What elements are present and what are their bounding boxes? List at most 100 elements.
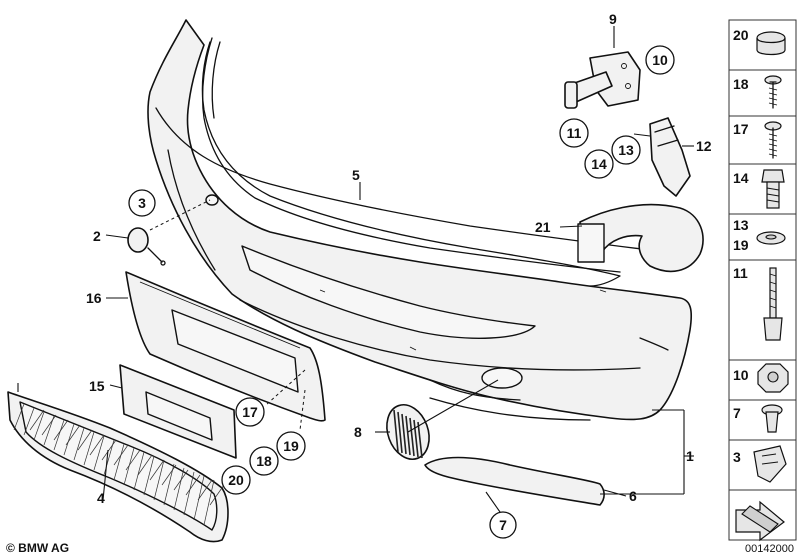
label-19-circle [276, 431, 306, 461]
mesh-line [113, 443, 125, 481]
hardware-sidebar: 20 18 17 14 13 19 11 10 7 3 [728, 19, 797, 542]
lower-grille[interactable] [7, 391, 229, 543]
label-18-circle [249, 446, 279, 476]
label-10: 10 [652, 52, 668, 68]
mesh-line [153, 459, 165, 501]
mesh-line [93, 435, 105, 471]
mesh-line [137, 454, 153, 476]
screw-icon [764, 75, 782, 109]
mesh-line [113, 444, 129, 466]
label-10-circle [645, 45, 675, 75]
mesh-line [173, 469, 189, 491]
hex-nut-icon [757, 363, 789, 393]
fog-mesh-line [397, 411, 403, 454]
fog-mesh-line [409, 417, 415, 457]
part-labels: 5 2 3 16 15 4 8 1 6 7 21 9 10 11 12 13 1… [86, 11, 712, 539]
direction-arrow-icon [735, 500, 785, 542]
expanding-rivet-icon [761, 404, 783, 433]
leader-lines [17, 26, 694, 513]
mesh-line [133, 451, 145, 491]
license-plate-base[interactable] [125, 271, 326, 422]
sidebar-label-13: 13 [733, 217, 749, 233]
label-13-circle [611, 135, 641, 165]
clip-nut-icon [753, 445, 787, 483]
fog-mesh-line [405, 415, 411, 456]
mounting-bracket[interactable] [564, 51, 641, 109]
license-plate-holder[interactable] [119, 364, 237, 459]
bumper-cover[interactable] [147, 19, 693, 421]
mesh-line [63, 423, 75, 456]
hex-bolt-icon [761, 169, 785, 209]
label-3-circle [128, 189, 156, 217]
mesh-line [125, 449, 141, 471]
screw-icon [764, 121, 782, 159]
mesh-line [83, 431, 95, 466]
label-17: 17 [242, 404, 258, 420]
label-3: 3 [138, 195, 146, 211]
mesh-line [65, 424, 81, 446]
mesh-line [53, 419, 69, 441]
label-14-circle [584, 149, 614, 179]
label-13: 13 [618, 142, 634, 158]
label-15: 15 [89, 378, 105, 394]
mesh-line [23, 407, 35, 436]
label-18: 18 [256, 453, 272, 469]
mesh-line [73, 427, 85, 461]
fog-mesh-line [393, 409, 399, 453]
mesh-line [33, 411, 45, 441]
sidebar-label-10: 10 [733, 367, 749, 383]
mesh-line [183, 471, 195, 516]
label-5: 5 [352, 167, 360, 183]
mesh-line [173, 467, 185, 511]
label-11: 11 [567, 125, 582, 141]
sidebar-label-3: 3 [733, 449, 741, 465]
bumper-upper-strip[interactable] [201, 41, 621, 287]
label-2: 2 [93, 228, 101, 244]
tow-hook-cover[interactable] [127, 199, 211, 266]
mesh-line [53, 419, 65, 451]
label-12: 12 [696, 138, 712, 154]
footer: © BMW AG 00142000 [6, 541, 794, 555]
long-bolt-icon [763, 267, 783, 341]
mesh-line [143, 455, 155, 496]
mesh-line [185, 474, 201, 496]
label-6: 6 [629, 488, 637, 504]
label-7: 7 [499, 517, 507, 533]
mesh-line [197, 479, 213, 501]
sidebar-label-18: 18 [733, 76, 749, 92]
sidebar-label-17: 17 [733, 121, 749, 137]
label-1: 1 [686, 448, 694, 464]
support-clip[interactable] [649, 117, 691, 197]
sidebar-label-14: 14 [733, 170, 749, 186]
fog-mesh-line [401, 413, 407, 455]
mesh-line [209, 484, 225, 506]
label-16: 16 [86, 290, 102, 306]
mesh-line [101, 439, 117, 461]
lower-spoiler-trim[interactable] [424, 456, 605, 506]
label-9: 9 [609, 11, 617, 27]
washer-icon [756, 231, 786, 245]
label-7-circle [489, 511, 517, 539]
sidebar-label-20: 20 [733, 27, 749, 43]
sidebar-label-11: 11 [733, 265, 748, 281]
mesh-line [29, 409, 45, 431]
label-14: 14 [591, 156, 607, 172]
mesh-line [161, 464, 177, 486]
mesh-line [123, 447, 135, 486]
label-4: 4 [97, 490, 105, 506]
label-21: 21 [535, 219, 551, 235]
sidebar-label-7: 7 [733, 405, 741, 421]
label-19: 19 [283, 438, 299, 454]
air-duct[interactable] [577, 203, 704, 273]
label-8: 8 [354, 424, 362, 440]
mesh-line [203, 479, 215, 526]
sidebar-label-19: 19 [733, 237, 749, 253]
mesh-line [89, 434, 105, 456]
label-17-circle [235, 397, 265, 427]
copyright: © BMW AG [6, 541, 69, 555]
rubber-cap-icon [756, 31, 786, 56]
label-20-circle [221, 465, 251, 495]
mesh-line [13, 403, 25, 431]
label-11-circle [559, 118, 589, 148]
